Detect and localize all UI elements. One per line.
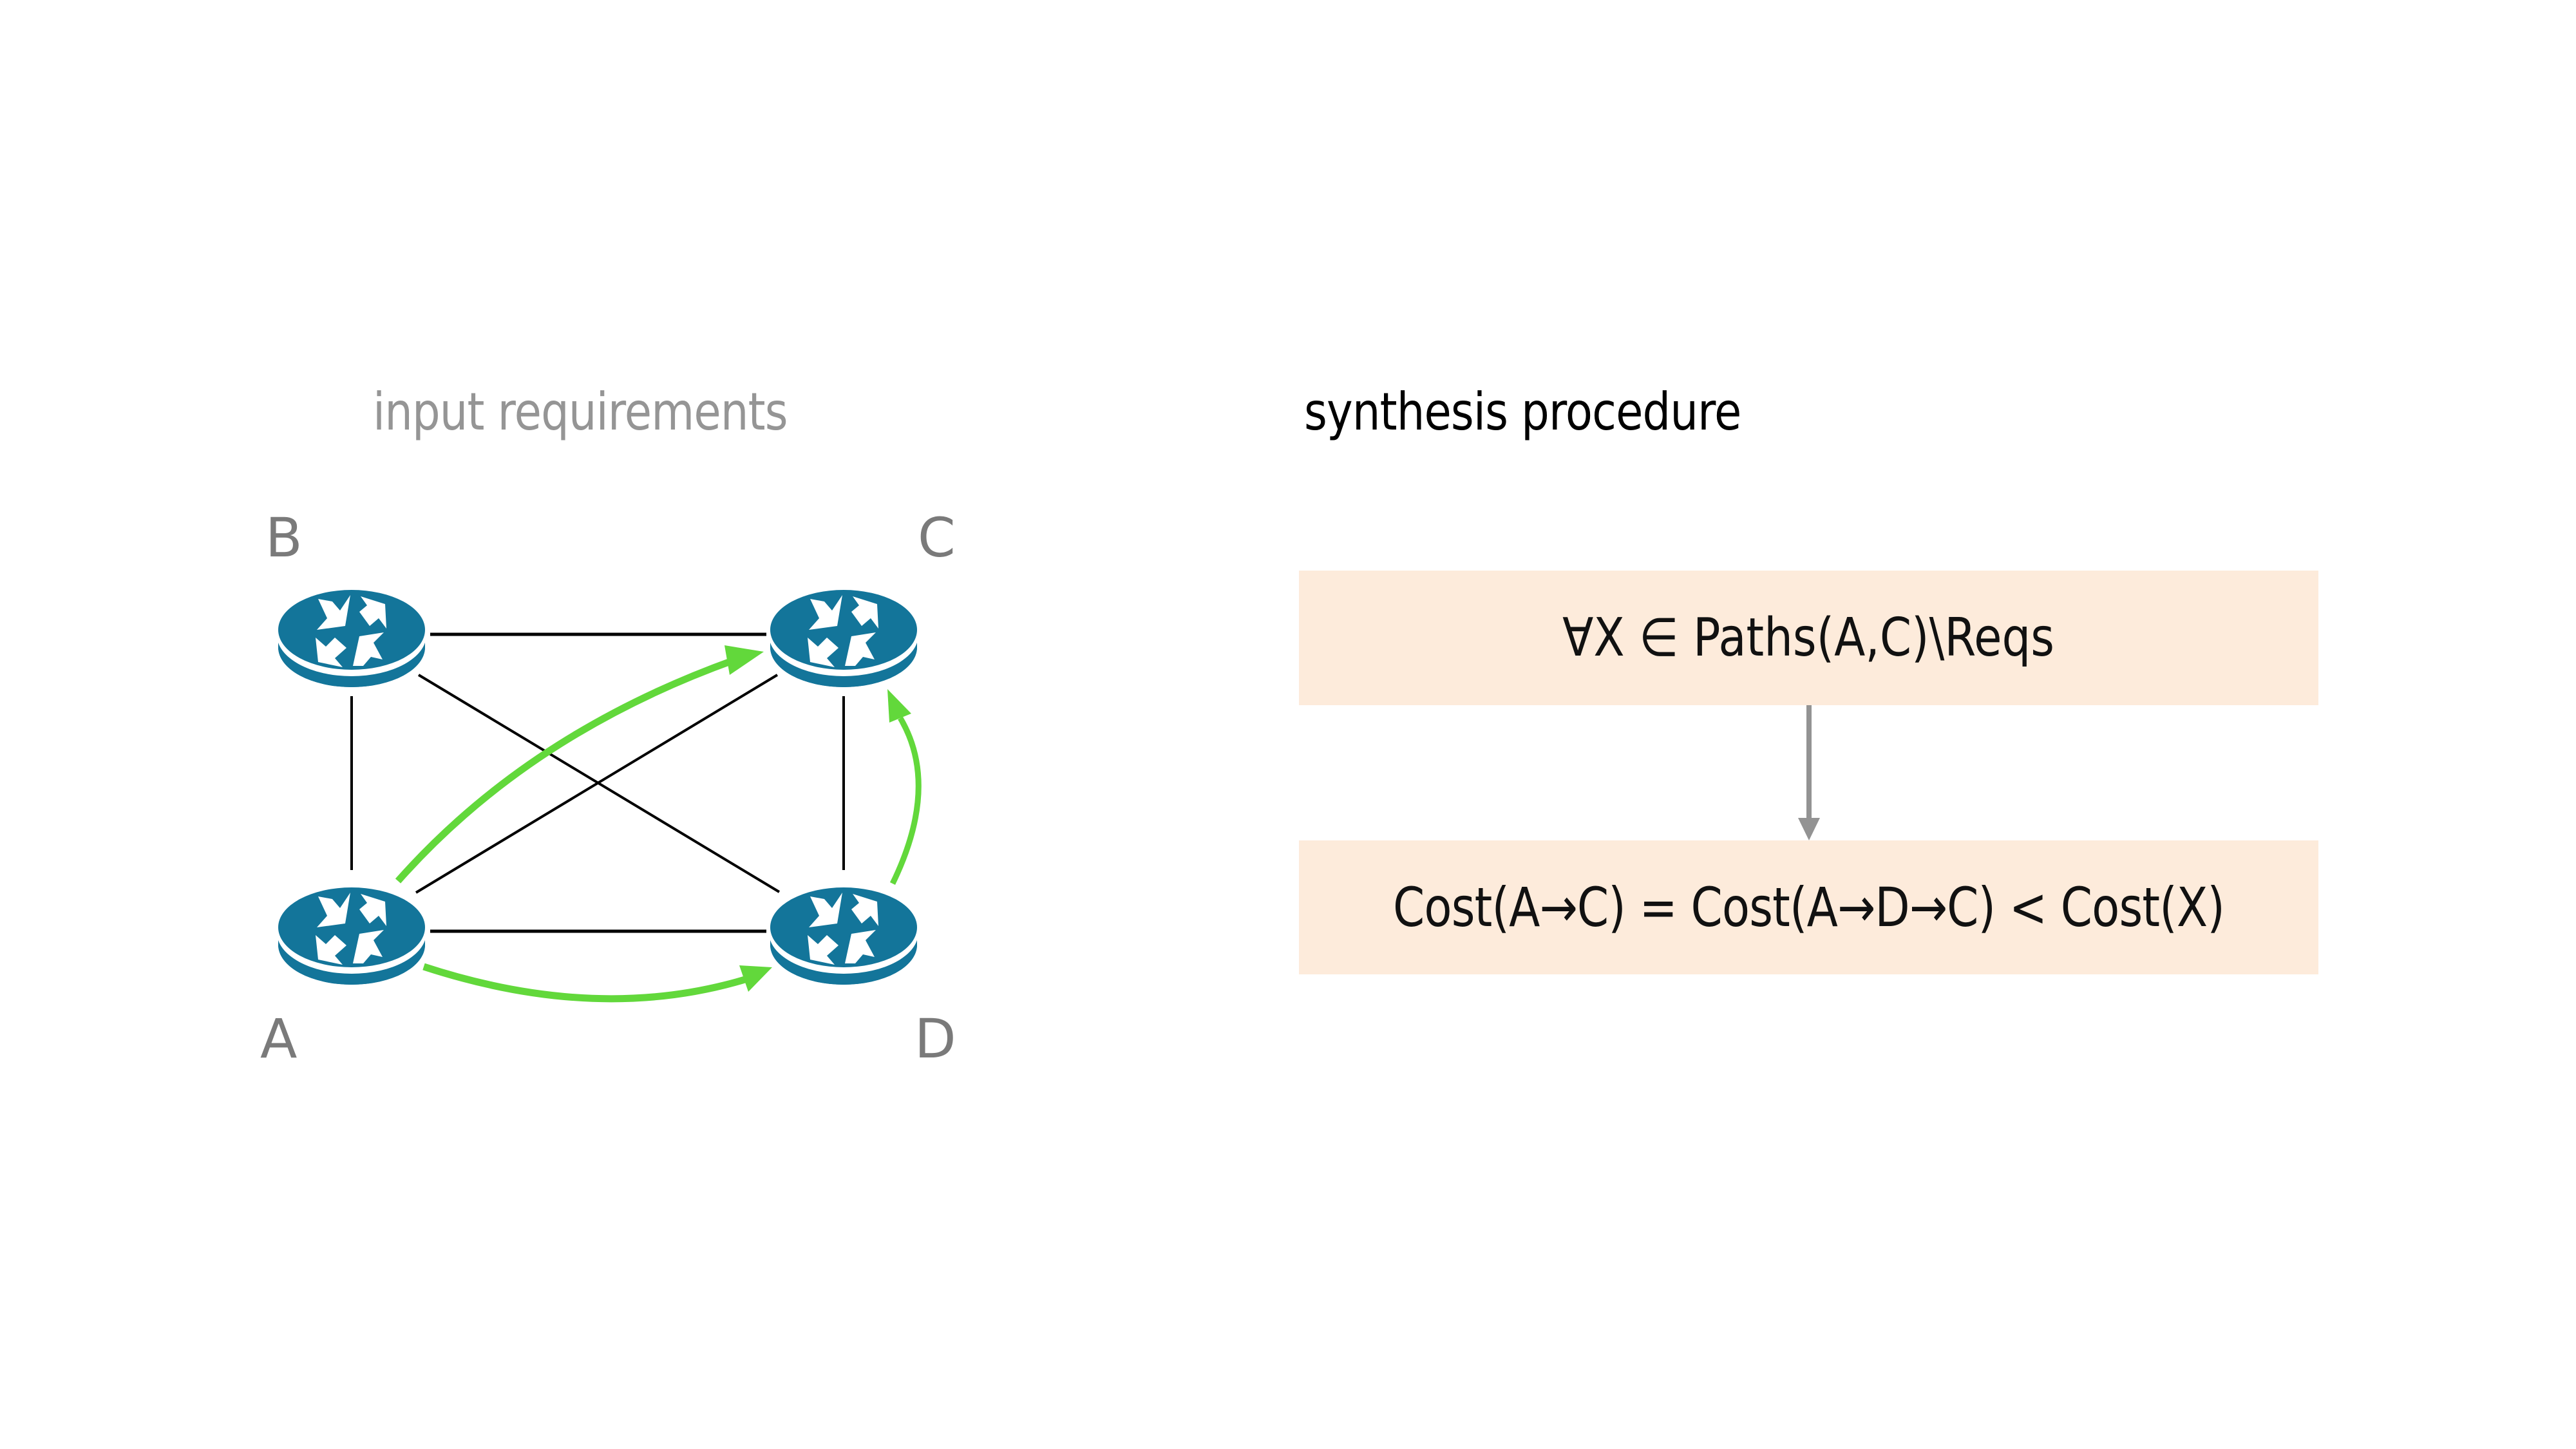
- input-requirements-title: input requirements: [373, 382, 788, 442]
- step-text-paths: ∀X ∈ Paths(A,C)\Reqs: [1562, 607, 2055, 668]
- requirement-arrow-a-c: [395, 645, 764, 884]
- node-label-b: B: [265, 506, 303, 569]
- step-box-paths: ∀X ∈ Paths(A,C)\Reqs: [1299, 571, 2318, 705]
- router-c-icon: [769, 590, 918, 687]
- synthesis-procedure-title: synthesis procedure: [1304, 382, 1741, 442]
- step-box-cost: Cost(A→C) = Cost(A→D→C) < Cost(X): [1299, 840, 2318, 974]
- router-d-icon: [769, 887, 918, 985]
- router-b-icon: [277, 590, 426, 687]
- link-a-c: [415, 674, 779, 894]
- node-label-c: C: [918, 506, 956, 569]
- requirement-arrow-a-d: [422, 963, 772, 1003]
- node-label-d: D: [914, 1007, 956, 1070]
- step-text-cost: Cost(A→C) = Cost(A→D→C) < Cost(X): [1392, 876, 2225, 939]
- node-label-a: A: [260, 1007, 298, 1070]
- router-a-icon: [277, 887, 426, 985]
- requirement-arrow-d-c: [887, 689, 922, 885]
